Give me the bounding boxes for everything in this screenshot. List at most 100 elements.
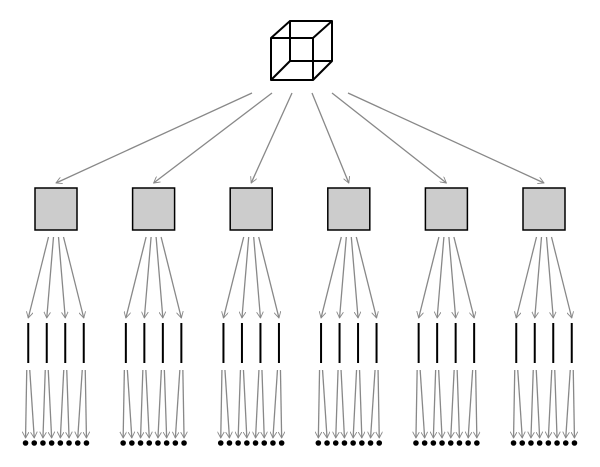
vertex-dot [244,440,250,446]
face-to-edge-arrow [453,236,474,318]
edge-to-vertex-arrow [468,369,474,438]
face-to-edge-arrow [516,236,538,318]
vertex-row [22,440,578,446]
edge-to-vertex-arrow [336,369,338,438]
edge-to-vertex-arrow [47,369,51,438]
vertex-dot [31,440,38,446]
vertex-dot [376,440,383,446]
edge-to-vertex-arrow [221,369,222,438]
edge-to-vertex-arrow [238,369,240,438]
face-to-edge-arrow [350,236,358,318]
edge-to-vertex-arrow [378,369,379,438]
edge-to-vertex-arrow [242,369,246,438]
vertex-dot [510,440,517,446]
vertex-dot [430,440,437,446]
cube-to-face-arrow [154,92,273,183]
edge-to-vertex-arrow [353,369,358,438]
vertex-dot [554,440,560,446]
vertex-dot [146,440,153,446]
arrow-layer [26,92,575,438]
vertex-dot [315,440,322,446]
edge-to-vertex-arrow [141,369,143,438]
edge-to-vertex-arrow [26,369,27,438]
vertex-dot [48,440,55,446]
edge-to-vertex-arrow [256,369,260,438]
edge-to-vertex-arrow [85,369,86,438]
face-to-edge-arrow [242,236,250,318]
edge-to-vertex-arrow [183,369,184,438]
face-to-edge-arrow [253,236,261,318]
edge-to-vertex-arrow [438,369,442,438]
vertex-dot [341,440,348,446]
vertex-dot [261,440,268,446]
vertex-dot [74,440,81,446]
wireframe-cube-icon [270,20,333,81]
edge-to-vertex-arrow [555,369,557,438]
edge-to-vertex-arrow [145,369,149,438]
edge-to-vertex-arrow [451,369,455,438]
vertex-dot [562,440,569,446]
face-to-edge-arrow [550,236,572,318]
face-to-edge-arrow [160,236,181,318]
vertex-dot [350,440,356,446]
vertex-dot [155,440,161,446]
vertex-dot [57,440,64,446]
edge-to-vertex-arrow [318,369,319,438]
face-to-edge-arrow [144,236,152,318]
vertex-dot [359,440,365,446]
edge-to-vertex-arrow [566,369,571,438]
face-to-edge-arrow [419,236,440,318]
face-to-edge-arrow [126,236,147,318]
edge-to-vertex-arrow [535,369,539,438]
vertex-dot [519,440,526,446]
face-square [424,187,469,231]
edge-to-vertex-arrow [280,369,281,438]
edge-to-vertex-arrow [78,369,83,438]
face-to-edge-arrow [155,236,163,318]
face-to-edge-arrow [535,236,543,318]
face-square [522,187,566,231]
vertex-dot [545,440,552,446]
vertex-dot [217,440,224,446]
vertex-dot [413,440,419,446]
edge-to-vertex-arrow [476,369,477,438]
cube-to-face-arrow [331,92,446,183]
face-to-edge-arrow [448,236,456,318]
edge-to-vertex-arrow [433,369,435,438]
face-to-edge-arrow [223,236,245,318]
edge-to-vertex-arrow [360,369,362,438]
face-to-edge-arrow [28,236,50,318]
face-to-edge-arrow [321,236,342,318]
vertex-dot [181,440,187,446]
vertex-dot [252,440,259,446]
face-to-edge-arrow [340,236,347,318]
vertex-dot [536,440,543,446]
vertex-dot [163,440,170,446]
edge-to-vertex-arrow [164,369,166,438]
face-to-edge-arrow [57,236,66,318]
vertex-dot [456,440,463,446]
edge-to-vertex-arrow [273,369,279,438]
edge-to-vertex-arrow [573,369,574,438]
face-square [327,187,371,231]
edge-to-vertex-arrow [321,369,328,438]
cube-to-face-arrow [311,92,349,183]
vertex-dot [235,440,241,446]
cube-to-face-arrow [251,92,293,183]
edge-to-vertex-arrow [67,369,69,438]
face-to-edge-arrow [47,236,55,318]
vertex-dot [226,440,233,446]
edge-to-vertex-arrow [548,369,553,438]
vertex-dot [172,440,179,446]
vertex-dot [528,440,534,446]
edge-to-vertex-arrow [29,369,35,438]
vertex-dot [332,440,339,446]
edge-to-vertex-arrow [123,369,124,438]
vertex-dot [120,440,126,446]
edge-to-vertex-arrow [531,369,533,438]
face-to-edge-arrow [437,236,445,318]
vertex-dot [439,440,445,446]
vertex-dot [83,440,90,446]
vertex-dot [137,440,144,446]
face-to-edge-arrow [355,236,376,318]
